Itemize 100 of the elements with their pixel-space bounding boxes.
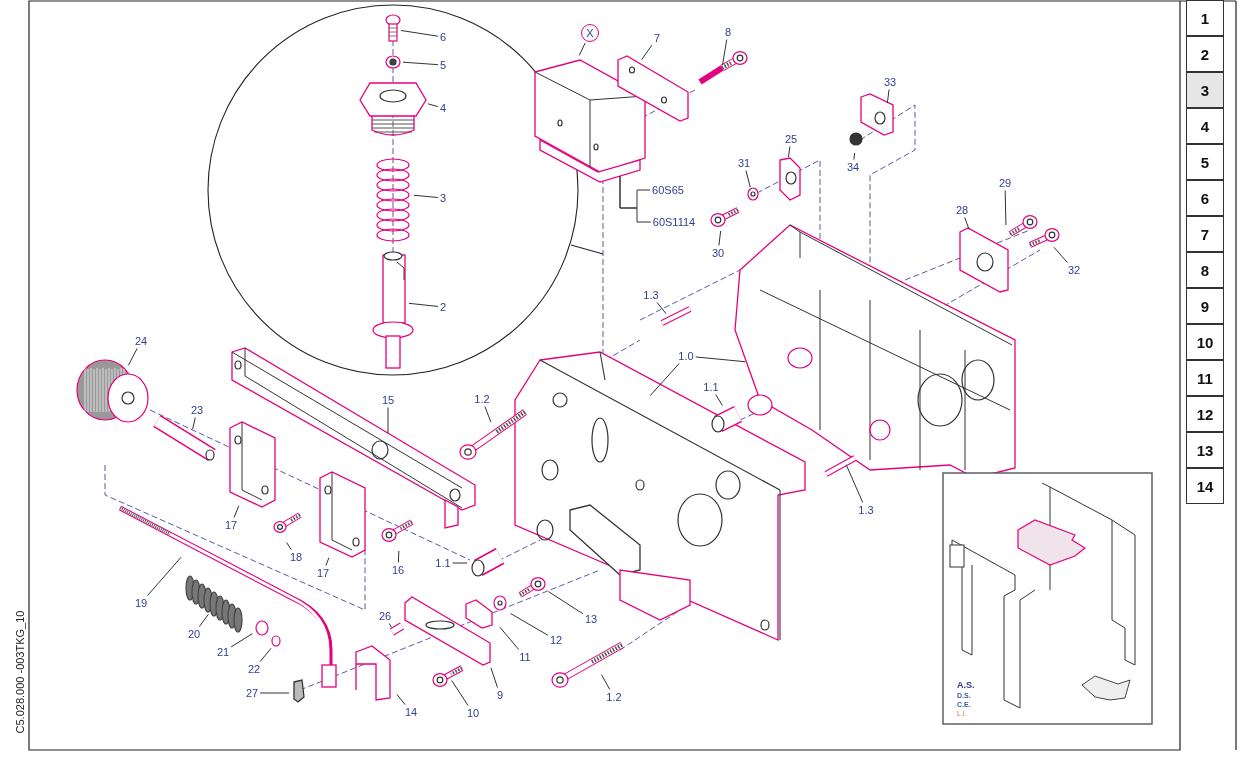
leader-line — [198, 613, 209, 627]
leader-line — [408, 302, 439, 307]
inset-note: A.S. — [957, 681, 975, 690]
callout-number: 6 — [438, 30, 448, 44]
callout-number: 9 — [495, 688, 505, 702]
leader-line — [259, 647, 272, 662]
leader-line — [192, 417, 196, 430]
callout-number: 17 — [223, 518, 239, 532]
leader-line — [397, 550, 400, 563]
callout-number: 18 — [288, 550, 304, 564]
leader-line — [745, 170, 751, 188]
callout-number: 14 — [403, 705, 419, 719]
callout-number: 10 — [465, 706, 481, 720]
callout-number: 24 — [133, 334, 149, 348]
drawing-number: C5.028.000 -003TKG_10 — [14, 610, 26, 734]
leader-line — [387, 407, 389, 434]
leader-line — [715, 394, 723, 406]
callout-number: 16 — [390, 563, 406, 577]
callout-number: 1.1 — [702, 380, 720, 394]
leader-line — [845, 464, 864, 503]
leader-line — [451, 680, 469, 706]
callout-number: 11 — [518, 650, 532, 664]
leader-line — [427, 103, 439, 108]
leader-line — [649, 363, 680, 397]
page-tab: 4 — [1186, 108, 1224, 144]
leader-line — [499, 626, 520, 650]
leader-line — [127, 348, 138, 366]
page-tab: 5 — [1186, 144, 1224, 180]
page-tab: 10 — [1186, 324, 1224, 360]
leader-line — [722, 39, 728, 66]
leader-line — [484, 406, 492, 423]
leader-line — [1004, 190, 1007, 226]
leader-line — [853, 152, 856, 160]
leader-line — [396, 693, 406, 705]
callout-number: 21 — [215, 645, 231, 659]
leader-line — [641, 44, 653, 61]
page-tab: 13 — [1186, 432, 1224, 468]
callout-number: 3 — [438, 191, 448, 205]
callout-number: 1.3 — [642, 288, 660, 302]
callout-number: 4 — [438, 101, 448, 115]
leader-line — [548, 591, 584, 615]
leader-line — [510, 613, 549, 636]
leader-line — [964, 217, 970, 230]
page-tab: 7 — [1186, 216, 1224, 252]
leader-line — [233, 505, 240, 518]
leader-line — [259, 692, 290, 694]
callout-number: 15 — [380, 393, 396, 407]
leader-line — [695, 356, 746, 363]
leader-line — [413, 194, 439, 199]
callout-number: 20 — [186, 627, 202, 641]
callout-number: 12 — [548, 633, 564, 647]
callout-number: 30 — [710, 246, 726, 260]
page-tab: 11 — [1186, 360, 1224, 396]
callout-number: 60S1114 — [651, 215, 697, 229]
leader-line — [578, 42, 586, 56]
leader-line — [490, 667, 498, 688]
leader-line — [286, 542, 292, 550]
page-tab: 12 — [1186, 396, 1224, 432]
callout-number: 19 — [133, 596, 149, 610]
callout-number: 25 — [783, 132, 799, 146]
page-tab: 1 — [1186, 0, 1224, 36]
leader-line — [1053, 246, 1068, 263]
leader-line — [147, 556, 182, 596]
leader-line — [656, 302, 667, 315]
callout-number: 1.2 — [605, 690, 623, 704]
callout-number: 8 — [723, 25, 733, 39]
callout-number: 33 — [882, 75, 898, 89]
callout-number: 13 — [583, 612, 599, 626]
callout-number: 60S65 — [651, 183, 685, 197]
page-tab: 2 — [1186, 36, 1224, 72]
callout-number: 28 — [954, 203, 970, 217]
leader-line — [388, 623, 392, 628]
callout-number: 17 — [315, 566, 331, 580]
callout-number: 22 — [246, 662, 262, 676]
callout-number: 7 — [652, 31, 662, 45]
callout-number: 1.3 — [857, 503, 875, 517]
callout-number: 1.1 — [434, 556, 452, 570]
page-tab: 14 — [1186, 468, 1224, 504]
leader-line — [787, 146, 791, 158]
callout-number: 2 — [438, 300, 448, 314]
page-tab: 8 — [1186, 252, 1224, 288]
callout-number: 29 — [997, 176, 1013, 190]
leader-line — [230, 633, 253, 648]
callout-number: 32 — [1066, 263, 1082, 277]
leader-line — [402, 61, 439, 66]
callout-number: 27 — [244, 686, 260, 700]
callout-number: 26 — [377, 609, 393, 623]
page-tab: 3 — [1186, 72, 1224, 108]
page-tab: 6 — [1186, 180, 1224, 216]
callout-number: 5 — [438, 58, 448, 72]
callout-number: 1.2 — [473, 392, 491, 406]
leader-line — [325, 557, 330, 566]
leader-line — [886, 89, 890, 104]
callout-number: 23 — [189, 403, 205, 417]
leader-line — [718, 230, 722, 246]
callout-number: 1.0 — [677, 349, 695, 363]
callout-number: 34 — [845, 160, 861, 174]
leader-line — [452, 562, 468, 564]
leader-line — [400, 29, 439, 37]
leader-line — [619, 175, 652, 223]
